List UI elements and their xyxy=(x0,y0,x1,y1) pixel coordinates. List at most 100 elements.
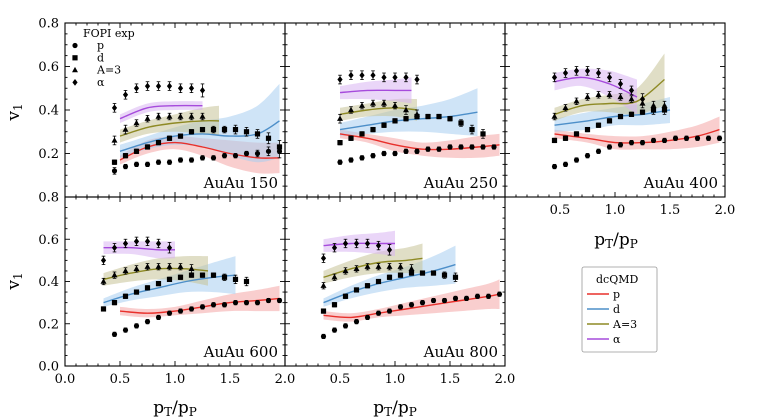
point-p xyxy=(716,135,723,141)
point-A3 xyxy=(364,263,371,269)
point-A3 xyxy=(573,98,580,104)
point-d xyxy=(628,111,635,117)
point-d xyxy=(133,148,140,154)
point-d xyxy=(342,293,349,299)
point-d xyxy=(606,118,613,124)
point-d xyxy=(177,274,184,280)
point-A3 xyxy=(551,113,558,119)
point-p xyxy=(397,304,404,310)
point-alpha xyxy=(111,244,118,252)
point-p xyxy=(370,153,376,159)
point-p xyxy=(628,140,635,146)
panel-label: AuAu 400 xyxy=(643,174,718,192)
panel-label: AuAu 800 xyxy=(423,343,498,361)
point-d xyxy=(441,272,448,278)
point-p xyxy=(133,323,140,329)
point-p xyxy=(155,314,162,321)
curve-A3 xyxy=(119,120,220,137)
point-d xyxy=(458,120,464,126)
point-p xyxy=(595,148,602,154)
point-p xyxy=(337,159,343,165)
point-p xyxy=(188,157,195,163)
point-d xyxy=(122,293,129,299)
curve-alpha xyxy=(119,104,203,120)
point-d xyxy=(100,306,107,312)
point-d xyxy=(254,131,261,137)
point-p xyxy=(166,159,173,165)
point-A3 xyxy=(628,95,635,102)
point-p xyxy=(430,297,437,304)
point-A3 xyxy=(331,274,338,280)
point-p xyxy=(210,155,217,161)
band-p xyxy=(340,129,500,159)
band-p xyxy=(323,279,500,322)
point-A3 xyxy=(397,263,404,269)
point-alpha xyxy=(100,256,107,264)
model-legend-title: dcQMD xyxy=(596,273,638,286)
point-p xyxy=(419,300,426,306)
point-alpha xyxy=(551,73,558,81)
curve-alpha xyxy=(554,76,638,98)
point-alpha xyxy=(562,69,569,77)
model-legend: dcQMD pdA=3α xyxy=(581,266,658,353)
y-axis-label-top: v1 xyxy=(4,103,25,121)
y-axis-label-bottom: v1 xyxy=(4,272,25,290)
point-A3 xyxy=(166,263,173,269)
model-legend-label-1: d xyxy=(613,303,620,316)
point-p xyxy=(177,157,184,163)
point-alpha xyxy=(353,240,360,247)
point-p xyxy=(111,331,118,337)
y-tick-label: 0.6 xyxy=(38,60,59,75)
exp-legend: FOPI exp pdA=3α xyxy=(72,27,135,89)
point-p xyxy=(188,306,195,312)
point-p xyxy=(221,153,228,159)
point-p xyxy=(155,159,162,165)
point-alpha xyxy=(639,95,646,103)
exp-legend-label-1: d xyxy=(97,51,104,64)
point-alpha xyxy=(348,71,354,79)
y-tick-label: 0.4 xyxy=(38,275,59,290)
point-A3 xyxy=(111,137,118,143)
x-tick-label: 1.0 xyxy=(385,372,406,387)
exp-legend-label-0: p xyxy=(97,39,104,52)
point-alpha xyxy=(364,240,371,247)
x-tick-label: 1.5 xyxy=(220,372,241,387)
point-A3 xyxy=(155,113,162,119)
model-legend-label-2: A=3 xyxy=(612,318,637,331)
point-A3 xyxy=(122,267,129,274)
point-p xyxy=(392,150,398,157)
point-d xyxy=(122,153,129,159)
x-tick-label: 2.0 xyxy=(275,372,296,387)
exp-legend-marker-1 xyxy=(72,55,78,61)
point-A3 xyxy=(133,119,140,126)
point-d xyxy=(221,126,228,133)
x-tick-label: 0.5 xyxy=(330,372,351,387)
point-p xyxy=(485,293,492,299)
point-d xyxy=(111,159,118,165)
model-legend-label-3: α xyxy=(613,333,621,346)
x-axis-label-3: pT/pP xyxy=(594,230,638,251)
band-alpha xyxy=(120,101,203,124)
point-p xyxy=(386,308,393,314)
point-p xyxy=(254,150,261,157)
y-tick-label: 0.4 xyxy=(38,104,59,119)
point-p xyxy=(320,333,327,340)
point-p xyxy=(375,310,382,316)
x-axis-label-1: pT/pP xyxy=(153,398,197,419)
point-d xyxy=(144,144,151,150)
point-p xyxy=(403,148,409,154)
exp-legend-label-3: α xyxy=(97,76,105,89)
point-p xyxy=(221,302,228,308)
panel-label: AuAu 150 xyxy=(203,174,278,192)
curve-d xyxy=(323,263,456,304)
point-p xyxy=(573,157,580,163)
point-A3 xyxy=(408,265,415,272)
point-d xyxy=(210,272,217,278)
point-alpha xyxy=(584,67,591,75)
point-d xyxy=(221,274,228,280)
point-p xyxy=(111,168,118,174)
point-alpha xyxy=(337,76,343,83)
exp-legend-title: FOPI exp xyxy=(83,27,135,40)
